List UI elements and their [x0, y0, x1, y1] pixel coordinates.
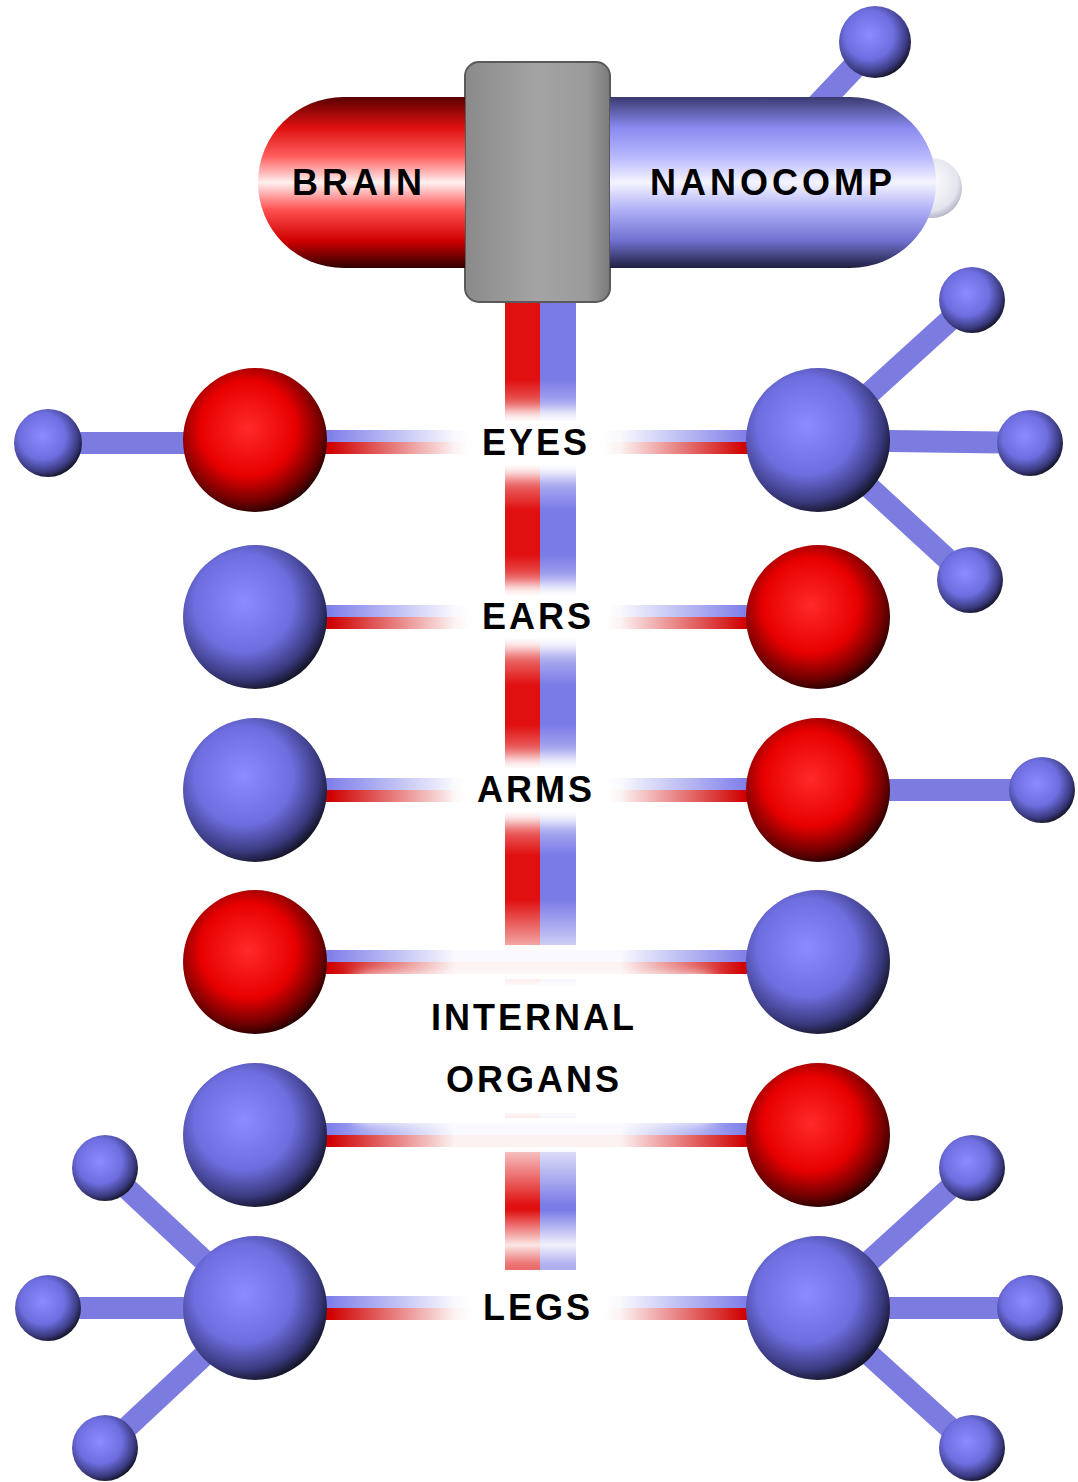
rod-organs-upper — [255, 945, 818, 979]
blue-sphere — [746, 368, 890, 512]
atom-ball — [939, 1135, 1005, 1201]
node-label: BRAIN — [292, 163, 426, 203]
atom-ball — [937, 547, 1003, 613]
body-part-label: EARS — [472, 595, 604, 639]
atom-ball — [72, 1135, 138, 1201]
node-label: NANOCOMP — [650, 163, 896, 203]
red-sphere — [183, 890, 327, 1034]
joint-block — [465, 62, 610, 302]
rod-organs-lower — [255, 1118, 818, 1152]
nanocomp-capsule: NANOCOMP — [610, 97, 936, 268]
red-sphere — [746, 545, 890, 689]
red-sphere — [183, 368, 327, 512]
red-sphere — [746, 1063, 890, 1207]
blue-sphere — [183, 1236, 327, 1380]
rod-fade — [330, 1118, 745, 1152]
body-part-label: LEGS — [473, 1286, 603, 1330]
body-part-label: EYES — [472, 421, 600, 465]
side-sticks — [48, 300, 1042, 1448]
atom-ball — [939, 1415, 1005, 1481]
blue-sphere — [183, 545, 327, 689]
blue-sphere — [183, 1063, 327, 1207]
atom-ball — [839, 6, 911, 78]
red-sphere — [746, 718, 890, 862]
atom-ball — [14, 409, 82, 477]
blue-sphere — [746, 1236, 890, 1380]
body-part-label: INTERNAL ORGANS — [359, 985, 709, 1113]
blue-sphere — [183, 718, 327, 862]
body-part-label: ARMS — [467, 768, 605, 812]
atom-ball — [1009, 757, 1075, 823]
atom-ball — [997, 1275, 1063, 1341]
brain-capsule: BRAIN — [258, 97, 465, 268]
blue-sphere — [746, 890, 890, 1034]
rod-fade — [330, 945, 745, 979]
spine-fade — [495, 1210, 585, 1280]
atom-ball — [72, 1415, 138, 1481]
atom-ball — [997, 410, 1063, 476]
atom-ball — [939, 267, 1005, 333]
atom-ball — [15, 1275, 81, 1341]
